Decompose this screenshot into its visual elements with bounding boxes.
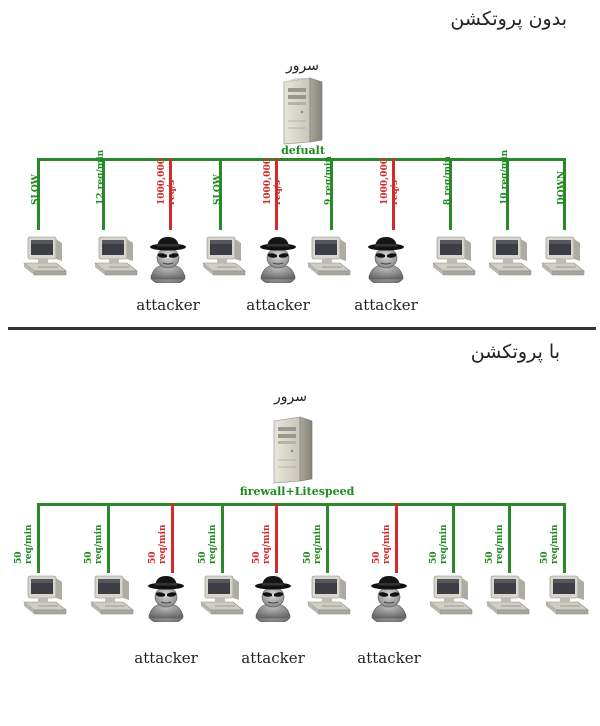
client-computer <box>487 235 533 283</box>
client-computer <box>22 235 68 283</box>
desktop-computer-icon <box>307 236 351 276</box>
attacker-label: attacker <box>357 649 421 667</box>
client-computer <box>89 574 135 622</box>
desktop-computer-icon <box>541 236 585 276</box>
desktop-computer-icon <box>94 236 138 276</box>
connection-line <box>102 158 105 230</box>
hub-label: defualt <box>281 144 325 157</box>
server-label: سرور <box>286 58 319 74</box>
desktop-computer-icon <box>486 575 530 615</box>
rate-label: SLOW <box>213 174 223 205</box>
connection-line <box>449 158 452 230</box>
desktop-computer-icon <box>90 575 134 615</box>
server-label: سرور <box>274 389 307 405</box>
hacker-spy-icon <box>255 576 291 625</box>
section-title: بدون پروتکشن <box>450 8 567 30</box>
client-computer <box>540 235 586 283</box>
attacker-node <box>258 235 298 287</box>
attacker-label: attacker <box>246 296 310 314</box>
hacker-spy-icon <box>368 237 404 286</box>
connection-line <box>506 158 509 230</box>
desktop-computer-icon <box>23 575 67 615</box>
client-computer <box>306 574 352 622</box>
rate-label: SLOW <box>31 174 41 205</box>
connection-line <box>330 158 333 230</box>
connection-line <box>221 503 224 573</box>
connection-line <box>37 158 40 230</box>
connection-line <box>326 503 329 573</box>
connection-line <box>107 503 110 573</box>
rate-label: 12 req/min <box>96 149 106 205</box>
attacker-node <box>253 574 293 626</box>
connection-line <box>563 158 566 230</box>
desktop-computer-icon <box>432 236 476 276</box>
desktop-computer-icon <box>545 575 589 615</box>
server-tower-icon <box>273 416 313 484</box>
attacker-label: attacker <box>136 296 200 314</box>
attacker-label: attacker <box>354 296 418 314</box>
section-without-protection: بدون پروتکشن سرور defualt SLOW 12 req/m <box>0 0 600 340</box>
connection-line <box>219 158 222 230</box>
network-bus <box>38 503 564 506</box>
desktop-computer-icon <box>429 575 473 615</box>
server-tower-icon <box>283 77 323 145</box>
rate-label: 8 req/min <box>443 156 453 205</box>
attacker-label: attacker <box>241 649 305 667</box>
desktop-computer-icon <box>307 575 351 615</box>
rate-label: DOWN <box>557 171 567 205</box>
connection-line <box>563 503 566 573</box>
client-computer <box>428 574 474 622</box>
hacker-spy-icon <box>148 576 184 625</box>
connection-line <box>452 503 455 573</box>
hacker-spy-icon <box>371 576 407 625</box>
attacker-node <box>148 235 188 287</box>
connection-line <box>37 503 40 573</box>
connection-line <box>275 503 278 573</box>
network-bus <box>38 158 565 161</box>
client-computer <box>201 235 247 283</box>
attacker-node <box>369 574 409 626</box>
client-computer <box>306 235 352 283</box>
hacker-spy-icon <box>150 237 186 286</box>
connection-line <box>171 503 174 573</box>
connection-line <box>392 158 395 230</box>
client-computer <box>22 574 68 622</box>
desktop-computer-icon <box>202 236 246 276</box>
connection-line <box>508 503 511 573</box>
connection-line <box>395 503 398 573</box>
section-title: با پروتکشن <box>470 341 560 363</box>
connection-line <box>275 158 278 230</box>
desktop-computer-icon <box>23 236 67 276</box>
attacker-node <box>366 235 406 287</box>
hub-label: firewall+Litespeed <box>239 485 355 498</box>
client-computer <box>485 574 531 622</box>
rate-label: 10 req/min <box>500 149 510 205</box>
hacker-spy-icon <box>260 237 296 286</box>
section-divider <box>8 327 596 330</box>
client-computer <box>199 574 245 622</box>
rate-label: 9 req/min <box>324 156 334 205</box>
client-computer <box>431 235 477 283</box>
attacker-label: attacker <box>134 649 198 667</box>
client-computer <box>544 574 590 622</box>
desktop-computer-icon <box>488 236 532 276</box>
desktop-computer-icon <box>200 575 244 615</box>
connection-line <box>169 158 172 230</box>
client-computer <box>93 235 139 283</box>
attacker-node <box>146 574 186 626</box>
